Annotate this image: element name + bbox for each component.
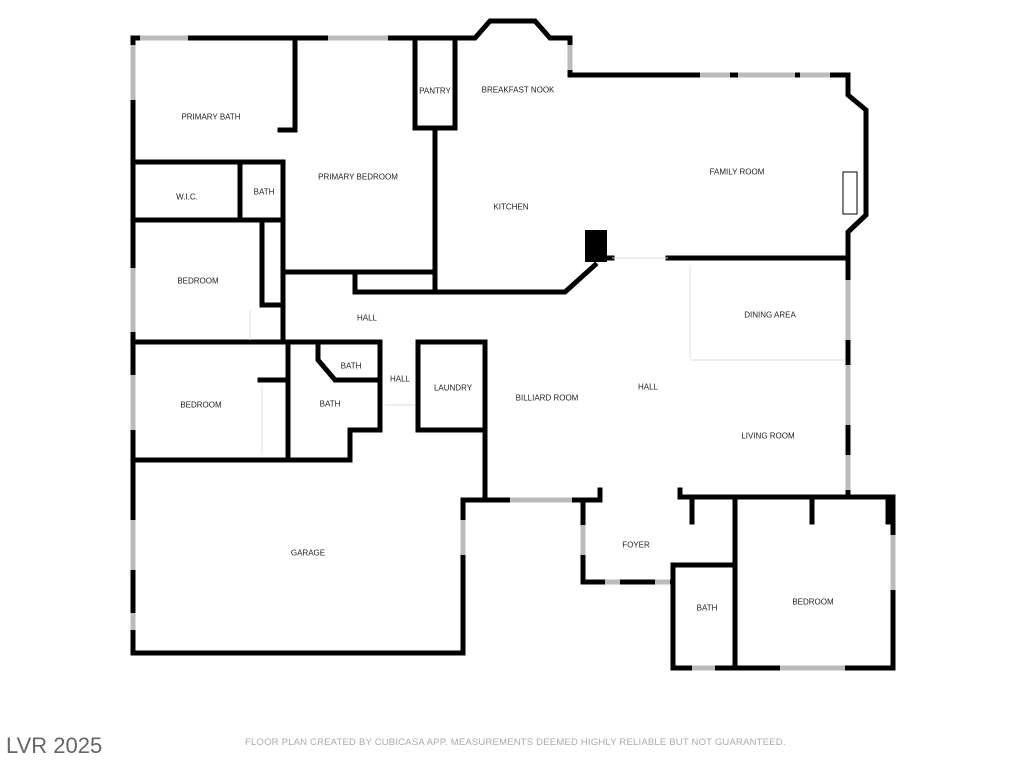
- room-label-kitchen: KITCHEN: [493, 202, 529, 212]
- room-label-pantry: PANTRY: [419, 86, 451, 96]
- room-label-living-room: LIVING ROOM: [741, 431, 795, 441]
- room-label-hall: HALL: [637, 382, 659, 392]
- room-label-bath: BATH: [319, 399, 341, 409]
- room-label-bath: BATH: [253, 187, 275, 197]
- room-label-hall: HALL: [389, 374, 411, 384]
- room-label-breakfast-nook: BREAKFAST NOOK: [481, 85, 555, 95]
- room-label-hall: HALL: [356, 313, 378, 323]
- disclaimer: FLOOR PLAN CREATED BY CUBICASA APP. MEAS…: [245, 737, 786, 748]
- room-label-primary-bedroom: PRIMARY BEDROOM: [318, 172, 398, 182]
- room-label-bedroom: BEDROOM: [177, 276, 219, 286]
- fireplace-hearth: [842, 171, 858, 215]
- brand-logo: LVR 2025: [6, 733, 103, 758]
- room-label-dining-area: DINING AREA: [744, 310, 796, 320]
- room-label-bedroom: BEDROOM: [180, 400, 222, 410]
- room-label-wic: W.I.C.: [176, 192, 198, 202]
- room-label-garage: GARAGE: [290, 548, 326, 558]
- room-label-bath: BATH: [696, 603, 718, 613]
- room-label-foyer: FOYER: [622, 540, 650, 550]
- fireplace: [585, 230, 607, 262]
- room-label-bath: BATH: [340, 361, 362, 371]
- room-label-billiard-room: BILLIARD ROOM: [515, 393, 579, 403]
- room-label-family-room: FAMILY ROOM: [709, 167, 765, 177]
- room-label-bedroom: BEDROOM: [792, 597, 834, 607]
- room-label-primary-bath: PRIMARY BATH: [181, 112, 241, 122]
- room-label-laundry: LAUNDRY: [433, 383, 473, 393]
